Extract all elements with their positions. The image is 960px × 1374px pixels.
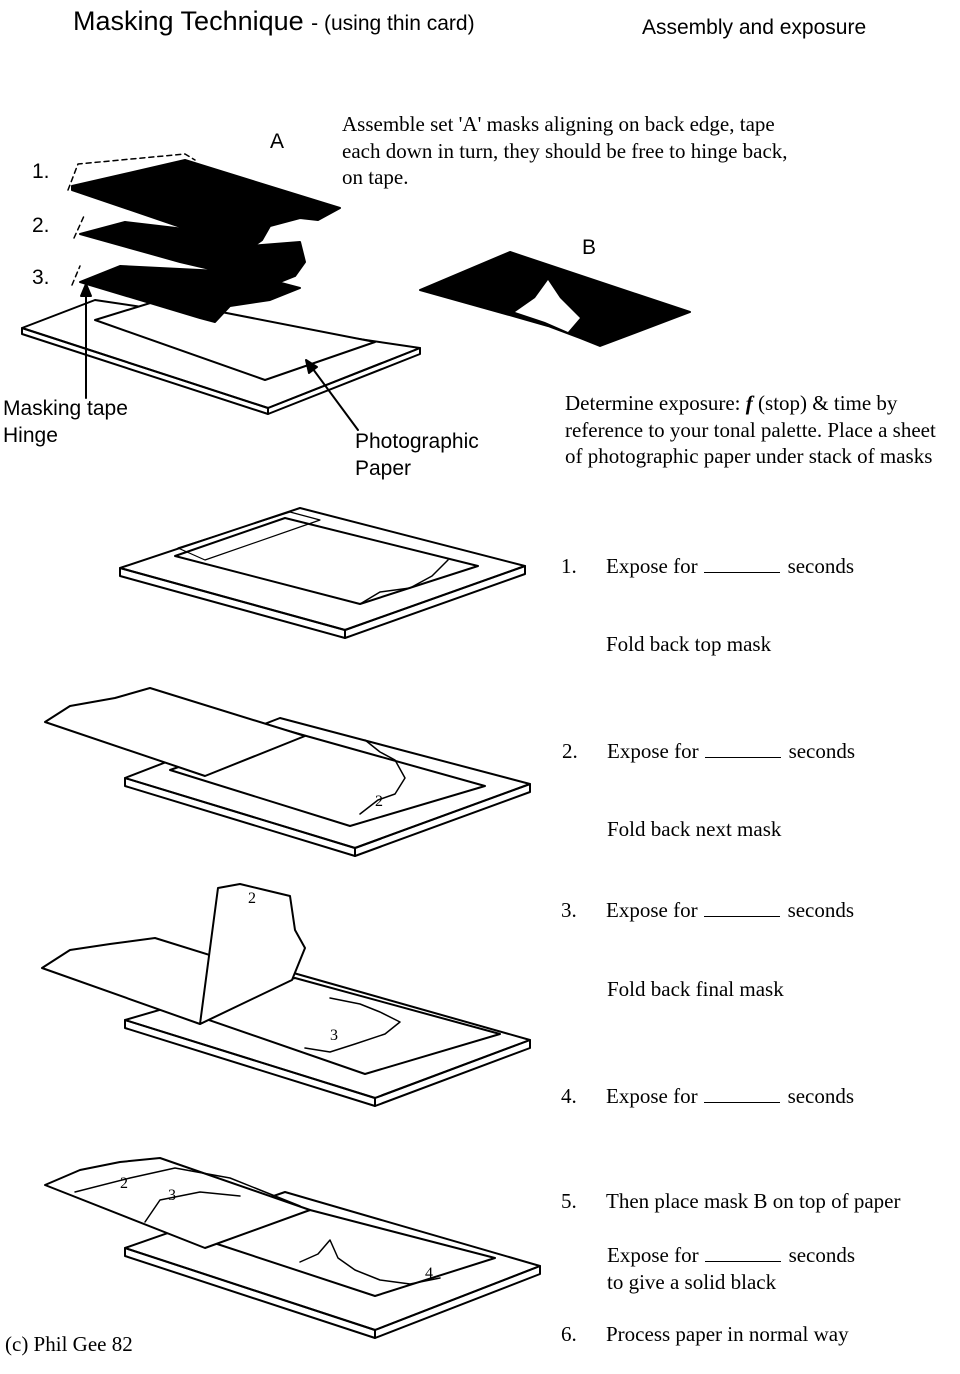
mask-number-4: 4 — [425, 1265, 433, 1282]
step-5-text: Then place mask B on top of paper — [606, 1189, 901, 1213]
label-layer-3: 3. — [32, 266, 50, 289]
label-photo-paper-line2: Paper — [355, 457, 412, 480]
step-1-blank — [703, 572, 780, 573]
intro-text: Assemble set 'A' masks aligning on back … — [342, 112, 788, 189]
exposure-prefix: Determine exposure: — [565, 391, 741, 415]
step-2-blank — [704, 757, 781, 758]
step-1-expose-label: Expose for — [606, 554, 698, 578]
exposure-text: Determine exposure: f (stop) & time by r… — [565, 390, 945, 470]
step-3-illustration — [41, 883, 531, 1107]
label-photographic-paper: Photographic Paper — [355, 428, 479, 482]
step-1-number: 1. — [561, 554, 577, 578]
label-photo-paper-line1: Photographic — [355, 430, 479, 453]
step-3-seconds: seconds — [787, 898, 855, 922]
step-4-blank — [703, 1102, 780, 1103]
mask-b-illustration — [419, 251, 691, 347]
step-6-text: Process paper in normal way — [606, 1322, 849, 1346]
step-5-note: to give a solid black — [607, 1270, 777, 1294]
label-mask-b: B — [582, 236, 597, 259]
step-3-expose: Expose for seconds — [606, 898, 854, 923]
page-title: Masking Technique - (using thin card) — [73, 6, 475, 37]
step-4-expose-label: Expose for — [606, 1084, 698, 1108]
section-heading: Assembly and exposure — [642, 16, 867, 39]
exposure-rest: (stop) & time by reference to your tonal… — [565, 391, 936, 468]
exposure-f: f — [745, 391, 753, 415]
label-layer-1: 1. — [32, 160, 50, 183]
mask-number-3b: 3 — [168, 1187, 176, 1204]
step-3-blank — [703, 916, 780, 917]
step-2-seconds: seconds — [788, 739, 856, 763]
step-1-fold: Fold back top mask — [606, 632, 772, 656]
label-masking-tape-line1: Masking tape — [3, 397, 128, 420]
mask-number-3: 3 — [330, 1027, 338, 1044]
step-2-expose-label: Expose for — [607, 739, 699, 763]
step-2-number: 2. — [562, 739, 578, 763]
title-subtitle: - (using thin card) — [311, 12, 475, 35]
step-4-expose: Expose for seconds — [606, 1084, 854, 1109]
step-1-seconds: seconds — [787, 554, 855, 578]
mask-number-2: 2 — [375, 793, 383, 810]
label-mask-a: A — [270, 130, 285, 153]
step-5-illustration — [44, 1157, 541, 1339]
title-main: Masking Technique — [73, 6, 304, 36]
step-3-number: 3. — [561, 898, 577, 922]
label-masking-tape-line2: Hinge — [3, 424, 58, 447]
step-1-expose: Expose for seconds — [606, 554, 854, 579]
step-5-blank — [704, 1261, 781, 1262]
step-6-number: 6. — [561, 1322, 577, 1346]
step-5-expose-label: Expose for — [607, 1243, 699, 1267]
step-2-expose: Expose for seconds — [607, 739, 855, 764]
step-5-expose: Expose for seconds — [607, 1243, 855, 1268]
step-2-fold: Fold back next mask — [607, 817, 782, 841]
step-3-expose-label: Expose for — [606, 898, 698, 922]
credit-text: (c) Phil Gee 82 — [5, 1332, 133, 1356]
step-1-illustration — [119, 507, 526, 639]
label-masking-tape: Masking tape Hinge — [3, 395, 128, 449]
mask-number-2c: 2 — [120, 1175, 128, 1192]
step-3-fold: Fold back final mask — [607, 977, 784, 1001]
label-layer-2: 2. — [32, 214, 50, 237]
step-4-number: 4. — [561, 1084, 577, 1108]
step-4-seconds: seconds — [787, 1084, 855, 1108]
step-2-illustration — [44, 687, 531, 857]
mask-number-2b: 2 — [248, 890, 256, 907]
stack-a-illustration — [21, 153, 421, 431]
step-5-seconds: seconds — [788, 1243, 856, 1267]
step-5-number: 5. — [561, 1189, 577, 1213]
